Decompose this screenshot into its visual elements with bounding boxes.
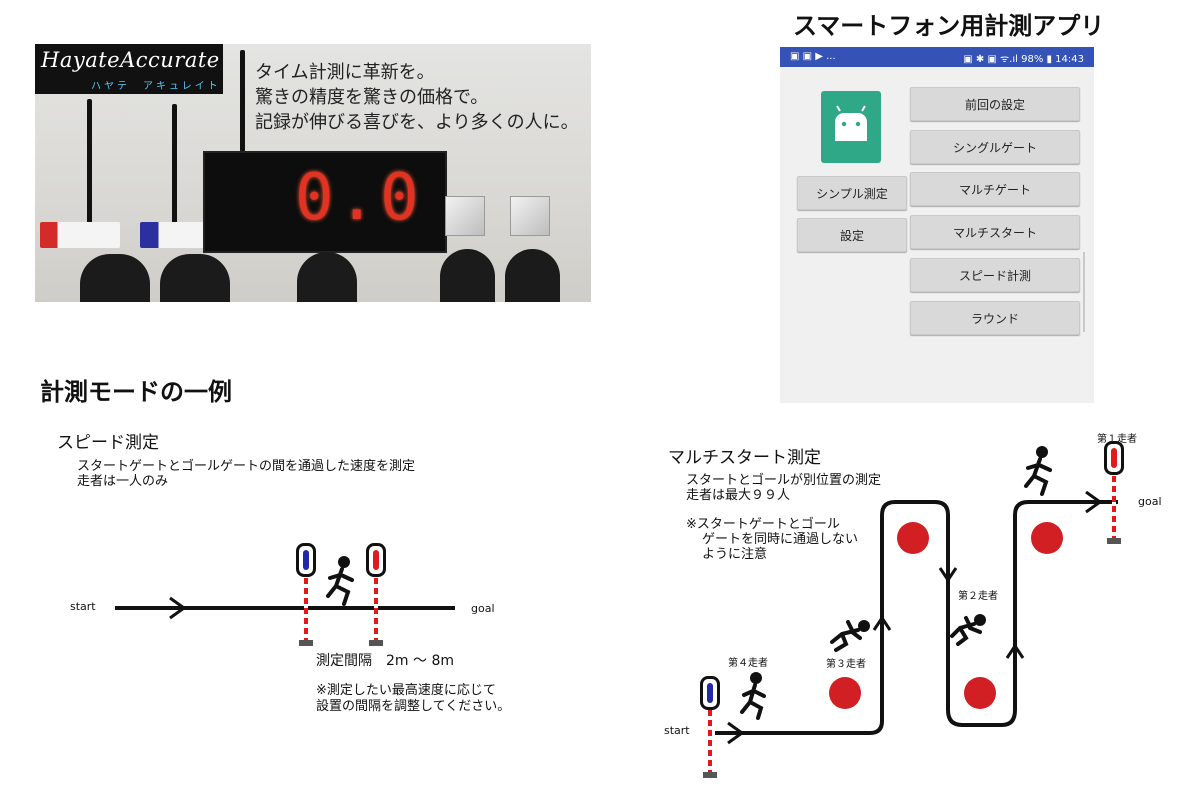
timer-digits: 0.0 xyxy=(295,161,423,235)
android-robot-icon[interactable] xyxy=(821,91,881,163)
status-bar: ▣ ▣ ▶ ... ▣ ✱ ▣ ᯤ.ıl 98% ▮ 14:43 xyxy=(780,47,1094,67)
gate-pole xyxy=(374,578,378,640)
multi-goal-label: goal xyxy=(1138,495,1162,508)
speed-track-diagram xyxy=(115,556,455,620)
serpentine-track-line xyxy=(715,500,1118,735)
previous-settings-button[interactable]: 前回の設定 xyxy=(910,87,1080,121)
multi-desc-1: スタートとゴールが別位置の測定 xyxy=(686,473,882,488)
brand-logo: HayateAccurate ハヤテ アキュレイト xyxy=(35,44,223,94)
red-marker-icon xyxy=(964,677,996,709)
gate-pole xyxy=(304,578,308,640)
multi-desc-2: 走者は最大９９人 xyxy=(686,488,791,503)
runner-icon xyxy=(326,556,354,606)
reflector-icon xyxy=(445,196,485,236)
multi-start-label: start xyxy=(664,724,690,737)
single-gate-button[interactable]: シングルゲート xyxy=(910,130,1080,164)
speed-desc-2: 走者は一人のみ xyxy=(77,474,169,489)
arrow-right-icon xyxy=(727,721,745,745)
modes-heading: 計測モードの一例 xyxy=(40,378,232,406)
status-right: ▣ ✱ ▣ ᯤ.ıl 98% ▮ 14:43 xyxy=(963,54,1084,65)
speed-note-2: 設置の間隔を調整してください。 xyxy=(316,699,511,714)
arrow-right-icon xyxy=(1085,490,1103,514)
runner-2-label: 第２走者 xyxy=(958,591,998,602)
multi-start-track xyxy=(715,446,1118,745)
simple-measure-button[interactable]: シンプル測定 xyxy=(797,176,907,210)
runner-icon xyxy=(950,614,986,646)
reflector-icon xyxy=(510,196,550,236)
round-button[interactable]: ラウンド xyxy=(910,301,1080,335)
gate-pole xyxy=(1112,476,1116,538)
tripod-mount-icon xyxy=(440,249,495,302)
tagline-line-2: 驚きの精度を驚きの価格で。 xyxy=(255,87,489,108)
multi-note-2: ゲートを同時に通過しない xyxy=(702,532,859,547)
speed-note-1: ※測定したい最高速度に応じて xyxy=(316,683,496,698)
red-marker-icon xyxy=(829,677,861,709)
speed-mode-title: スピード測定 xyxy=(57,433,159,453)
tagline-line-3: 記録が伸びる喜びを、より多くの人に。 xyxy=(255,112,579,133)
speed-desc-1: スタートゲートとゴールゲートの間を通過した速度を測定 xyxy=(77,459,416,474)
measure-interval: 測定間隔 2m 〜 8m xyxy=(316,653,454,669)
speed-goal-label: goal xyxy=(471,602,495,615)
goal-gate-icon xyxy=(366,543,386,577)
tagline-line-1: タイム計測に革新を。 xyxy=(255,62,435,83)
gate-pole xyxy=(708,710,712,772)
gate-base xyxy=(1107,538,1121,544)
phone-app-title: スマートフォン用計測アプリ xyxy=(793,12,1105,40)
gate-base xyxy=(299,640,313,646)
gate-base xyxy=(703,772,717,778)
multi-gate-button[interactable]: マルチゲート xyxy=(910,172,1080,206)
red-marker-icon xyxy=(1031,522,1063,554)
runner-icon xyxy=(830,620,870,652)
arrow-down-icon xyxy=(938,567,958,583)
start-gate-icon xyxy=(296,543,316,577)
tripod-mount-icon xyxy=(505,249,560,302)
speed-start-label: start xyxy=(70,600,96,613)
multi-note-3: ように注意 xyxy=(702,547,768,562)
arrow-up-icon xyxy=(1005,643,1025,659)
runner-icon xyxy=(1024,446,1052,496)
runner-1-label: 第１走者 xyxy=(1097,434,1137,445)
antenna-icon xyxy=(87,99,92,224)
scrollbar[interactable] xyxy=(1083,252,1085,332)
speed-measure-button[interactable]: スピード計測 xyxy=(910,258,1080,292)
runner-4-label: 第４走者 xyxy=(728,658,768,669)
product-banner: HayateAccurate ハヤテ アキュレイト タイム計測に革新を。 驚きの… xyxy=(35,44,591,302)
tripod-mount-icon xyxy=(160,254,230,302)
runner-3-label: 第３走者 xyxy=(826,659,866,670)
gate-base xyxy=(369,640,383,646)
tripod-mount-icon xyxy=(80,254,150,302)
status-left: ▣ ▣ ▶ ... xyxy=(790,51,836,62)
logo-title: HayateAccurate xyxy=(41,48,220,72)
goal-gate-icon xyxy=(1104,441,1124,475)
arrow-right-icon xyxy=(169,596,187,620)
phone-screen: ▣ ▣ ▶ ... ▣ ✱ ▣ ᯤ.ıl 98% ▮ 14:43 シンプル測定 … xyxy=(780,47,1094,403)
red-marker-icon xyxy=(897,522,929,554)
timer-display: 0.0 xyxy=(203,151,447,253)
multi-start-title: マルチスタート測定 xyxy=(668,448,821,468)
start-gate-icon xyxy=(700,676,720,710)
antenna-icon xyxy=(240,50,245,152)
arrow-up-icon xyxy=(872,615,892,631)
red-gate-unit xyxy=(40,222,120,248)
runner-icon xyxy=(740,672,766,720)
logo-kana: ハヤテ アキュレイト xyxy=(91,81,221,92)
tripod-mount-icon xyxy=(297,252,357,302)
multi-note-1: ※スタートゲートとゴール xyxy=(686,517,840,532)
settings-button[interactable]: 設定 xyxy=(797,218,907,252)
multi-start-button[interactable]: マルチスタート xyxy=(910,215,1080,249)
antenna-icon xyxy=(172,104,177,224)
